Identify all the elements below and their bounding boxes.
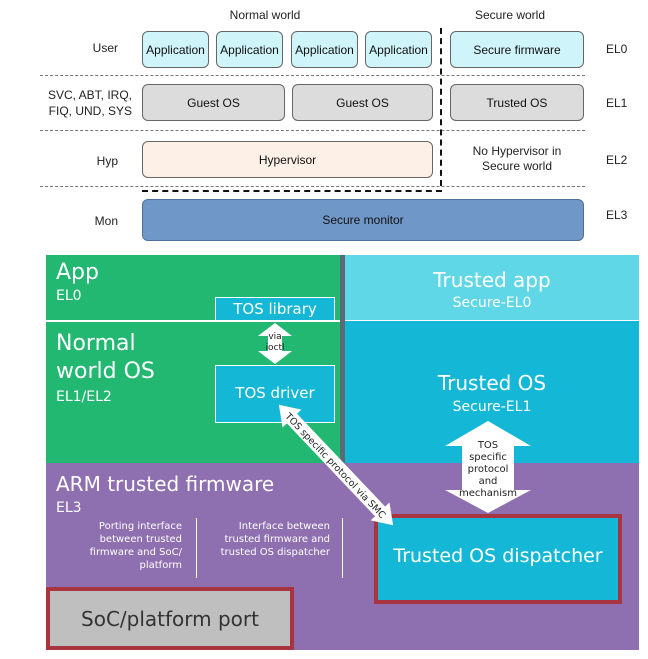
trusted-app-title: Trusted app bbox=[433, 268, 551, 292]
tos-mech-line: TOS bbox=[477, 440, 499, 451]
app-title: App bbox=[56, 260, 99, 285]
normal-os-title: Normal world OS bbox=[56, 330, 155, 386]
row-divider bbox=[40, 130, 585, 131]
world-divider bbox=[340, 255, 345, 463]
trusted-os-box: Trusted OS bbox=[450, 84, 584, 121]
application-box: Application bbox=[142, 31, 209, 68]
row-label-svc-line1: SVC, ABT, IRQ, bbox=[47, 88, 132, 102]
normal-world-region bbox=[46, 255, 340, 463]
world-separator bbox=[440, 28, 442, 186]
normal-os-line2: world OS bbox=[56, 359, 155, 384]
porting-line: Porting interface bbox=[98, 521, 182, 532]
tos-driver-label: TOS driver bbox=[235, 384, 315, 402]
app-el: EL0 bbox=[56, 288, 82, 304]
guest-os-box: Guest OS bbox=[142, 84, 285, 121]
row-label-user: User bbox=[92, 41, 118, 55]
tos-mech-line: mechanism bbox=[459, 488, 517, 499]
row-label-svc: SVC, ABT, IRQ, FIQ, UND, SYS bbox=[20, 87, 132, 119]
normal-world-divider bbox=[46, 320, 340, 322]
tos-library-label: TOS library bbox=[233, 300, 317, 318]
no-hypervisor-note: No Hypervisor in Secure world bbox=[450, 144, 584, 174]
ioctl-arrow bbox=[258, 323, 292, 364]
tos-library-box bbox=[215, 297, 335, 321]
application-box: Application bbox=[291, 31, 358, 68]
secure-monitor-box: Secure monitor bbox=[142, 199, 584, 241]
normal-world-heading: Normal world bbox=[229, 8, 301, 22]
atf-title: ARM trusted firmware bbox=[56, 472, 275, 496]
trusted-app-el: Secure-EL0 bbox=[452, 295, 532, 311]
normal-os-el: EL1/EL2 bbox=[56, 389, 112, 405]
tos-mech-line: protocol bbox=[467, 464, 509, 475]
ioctl-arrow-label: via ioctl bbox=[255, 332, 295, 354]
tos-mech-line: and bbox=[478, 476, 498, 487]
secure-world-heading: Secure world bbox=[474, 8, 546, 22]
soc-port-label: SoC/platform port bbox=[81, 607, 259, 631]
row-divider bbox=[40, 186, 585, 187]
trusted-app-region bbox=[345, 255, 639, 320]
interface-note: Interface between trusted firmware and t… bbox=[208, 520, 330, 559]
porting-line: firmware and SoC/ bbox=[89, 547, 182, 558]
interface-line: trusted OS dispatcher bbox=[220, 547, 330, 558]
via-label: via bbox=[268, 332, 282, 342]
tos-mech-line: specific bbox=[469, 452, 507, 463]
level-el0: EL0 bbox=[606, 42, 628, 56]
tos-protocol-arrow bbox=[445, 421, 531, 513]
level-el1: EL1 bbox=[606, 96, 628, 110]
row-label-svc-line2: FIQ, UND, SYS bbox=[48, 104, 132, 118]
secure-firmware-box: Secure firmware bbox=[450, 31, 584, 68]
row-label-hyp: Hyp bbox=[96, 154, 118, 168]
ioctl-label: ioctl bbox=[265, 343, 285, 353]
level-el3: EL3 bbox=[606, 208, 628, 222]
interface-divider bbox=[342, 518, 343, 578]
smc-arrow-label: TOS specific protocol via SMC bbox=[282, 410, 388, 521]
porting-interface-note: Porting interface between trusted firmwa… bbox=[60, 520, 182, 572]
tos-driver-box bbox=[215, 365, 335, 423]
application-box: Application bbox=[365, 31, 432, 68]
porting-line: between trusted bbox=[99, 534, 182, 545]
porting-line: platform bbox=[139, 560, 183, 571]
application-box: Application bbox=[216, 31, 283, 68]
porting-divider bbox=[196, 518, 197, 578]
dispatcher-label: Trusted OS dispatcher bbox=[393, 545, 603, 567]
row-label-mon: Mon bbox=[94, 214, 118, 228]
no-hypervisor-line1: No Hypervisor in bbox=[472, 144, 562, 158]
no-hypervisor-line2: Secure world bbox=[481, 159, 553, 173]
atf-el: EL3 bbox=[56, 500, 82, 516]
soc-port-box bbox=[46, 587, 294, 650]
tos-protocol-label: TOS specific protocol and mechanism bbox=[448, 440, 528, 500]
smc-arrow: TOS specific protocol via SMC bbox=[278, 404, 394, 526]
dispatcher-box bbox=[374, 514, 622, 604]
interface-line: trusted firmware and bbox=[224, 534, 331, 545]
trusted-os-el: Secure-EL1 bbox=[452, 399, 532, 415]
level-el2: EL2 bbox=[606, 153, 628, 167]
guest-os-box: Guest OS bbox=[292, 84, 433, 121]
hypervisor-box: Hypervisor bbox=[142, 141, 433, 178]
row-divider bbox=[40, 75, 585, 76]
normal-os-line1: Normal bbox=[56, 331, 136, 356]
normal-world-boundary bbox=[142, 190, 442, 192]
trusted-os-title: Trusted OS bbox=[437, 371, 547, 395]
interface-line: Interface between bbox=[238, 521, 330, 532]
smc-arrow-shape bbox=[278, 404, 394, 526]
